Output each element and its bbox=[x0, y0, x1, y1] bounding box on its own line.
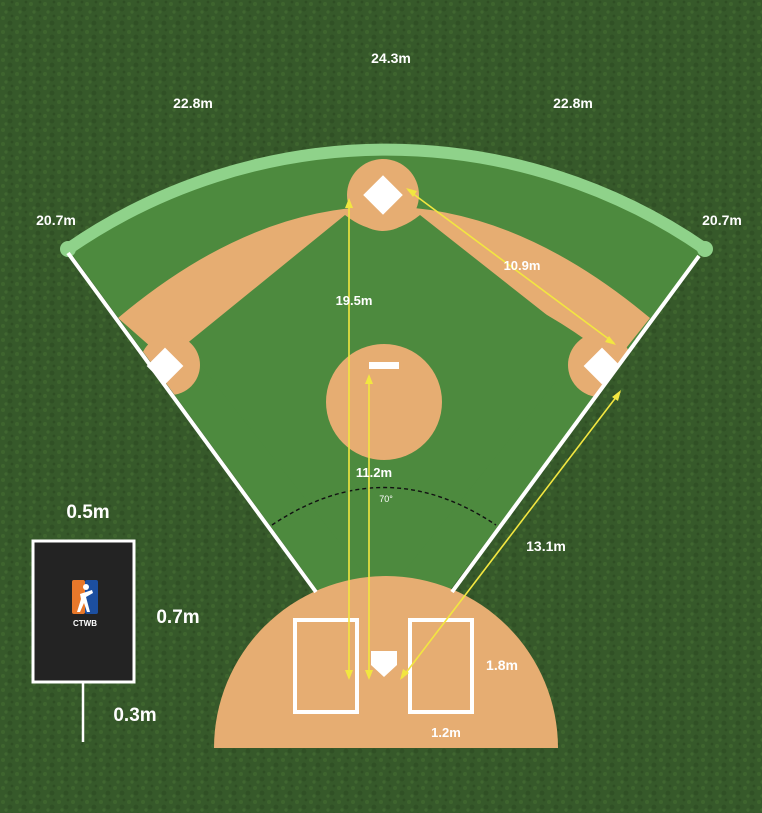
label-outfield-center: 24.3m bbox=[371, 50, 411, 66]
logo-text: CTWB bbox=[73, 619, 97, 628]
warning-track bbox=[62, 143, 711, 255]
label-batter-box-length: 1.8m bbox=[486, 657, 518, 673]
label-left-corner: 20.7m bbox=[36, 212, 76, 228]
first-base-foul-line bbox=[450, 254, 701, 594]
left-corner-marker bbox=[60, 241, 76, 257]
label-sign-height: 0.7m bbox=[156, 607, 199, 628]
label-home-to-second: 19.5m bbox=[336, 293, 373, 308]
right-batter-box bbox=[408, 618, 474, 714]
pitchers-mound bbox=[326, 344, 442, 460]
second-base bbox=[363, 175, 403, 215]
third-base-foul-line bbox=[66, 251, 318, 594]
measure-home-first bbox=[401, 391, 621, 679]
label-home-to-first: 13.1m bbox=[526, 538, 566, 554]
label-sign-post: 0.3m bbox=[113, 705, 156, 726]
pitchers-rubber bbox=[369, 362, 399, 369]
measure-second-first bbox=[407, 189, 615, 344]
label-base-to-base: 10.9m bbox=[504, 258, 541, 273]
label-right-corner: 20.7m bbox=[702, 212, 742, 228]
sign-board: CTWB bbox=[31, 539, 136, 742]
infield-dirt-band bbox=[118, 206, 650, 362]
angle-arc bbox=[271, 486, 497, 526]
home-plate bbox=[371, 651, 397, 677]
third-base bbox=[146, 347, 184, 385]
first-base bbox=[583, 347, 621, 385]
label-sign-width: 0.5m bbox=[66, 502, 109, 523]
label-batter-box-width: 1.2m bbox=[431, 725, 461, 740]
right-corner-marker bbox=[697, 241, 713, 257]
label-outfield-right: 22.8m bbox=[553, 95, 593, 111]
ctwb-logo: CTWB bbox=[72, 580, 98, 628]
label-angle: 70° bbox=[379, 494, 393, 504]
label-home-to-pitcher: 11.2m bbox=[356, 465, 392, 480]
label-outfield-left: 22.8m bbox=[173, 95, 213, 111]
sign-panel bbox=[31, 539, 136, 684]
measurement-lines bbox=[345, 188, 621, 680]
left-batter-box bbox=[293, 618, 359, 714]
